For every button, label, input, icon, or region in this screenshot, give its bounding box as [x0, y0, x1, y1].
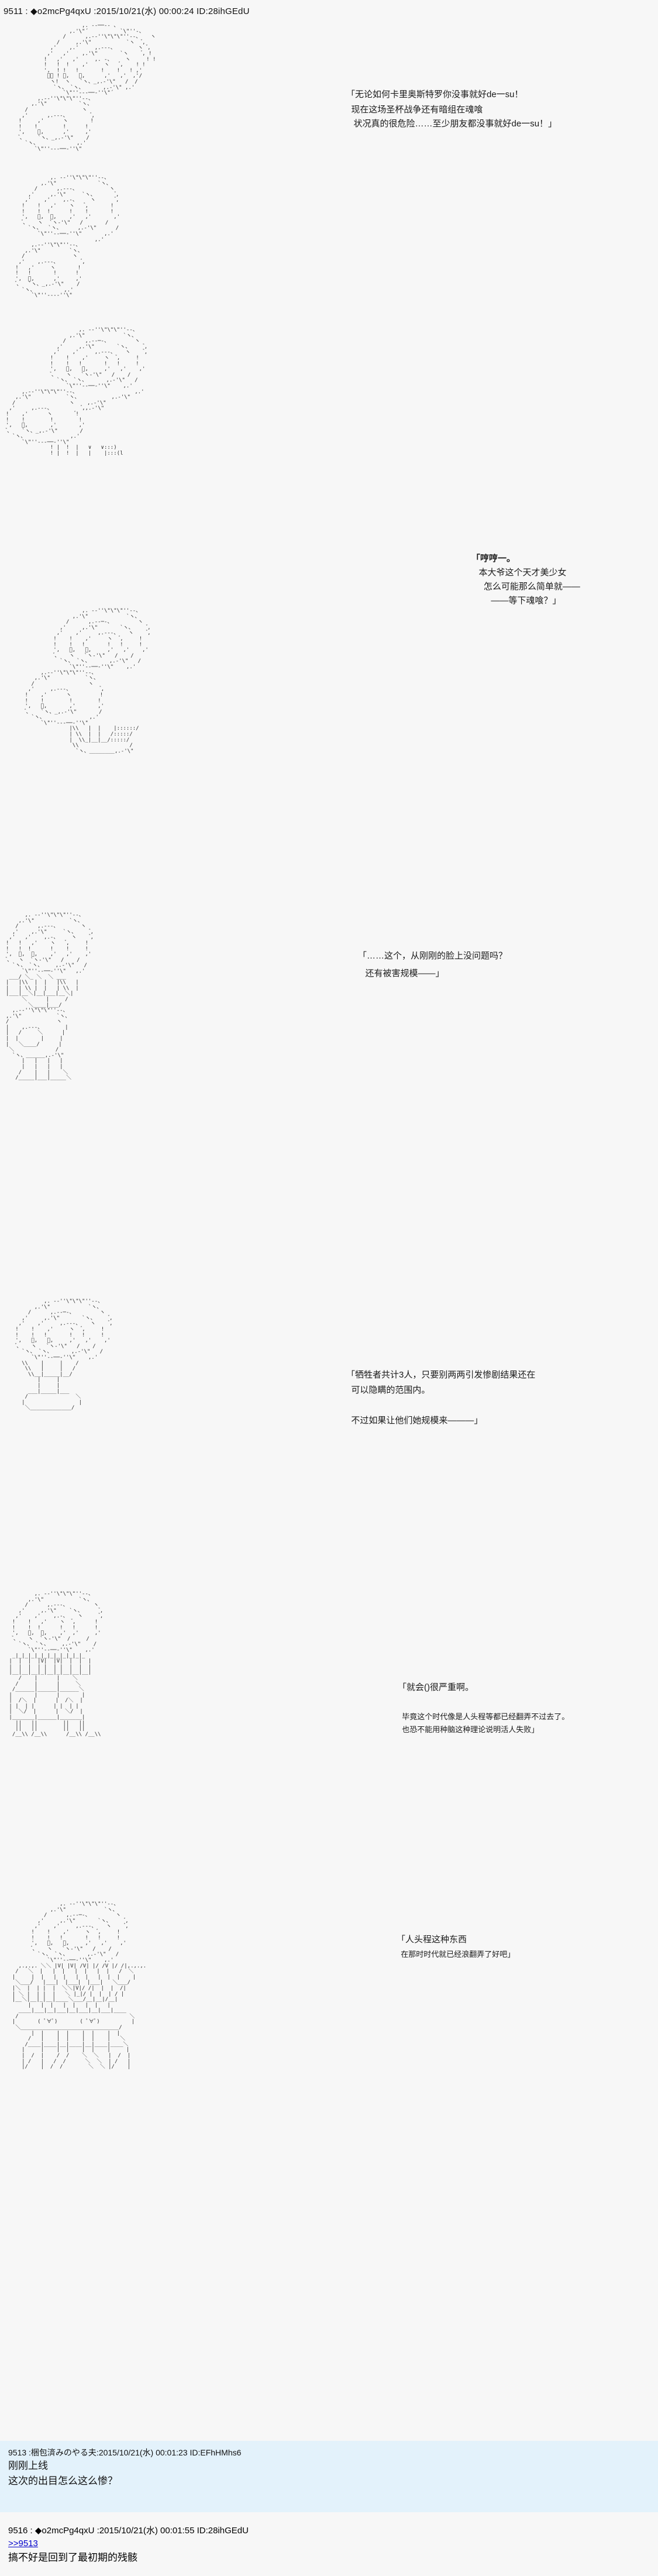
- speech-line: 「无论如何卡里奥斯特罗你没事就好de一su！: [346, 90, 523, 99]
- ascii-art-figure-3: ,. -‐''\"\"\"''‐-、 ,.'\" `ヽ、 / ,.-‐─-、 ヽ…: [6, 327, 450, 573]
- speech-line: 「哼哼一。: [471, 554, 516, 564]
- ascii-art-block: ,. -‐──‐- 、 ,.'\"´ `\"''‐、 / ,.-‐''\"\"\…: [18, 23, 156, 153]
- speech-line: 「人头程这种东西: [397, 1935, 467, 1945]
- speech-thats-serious: 「就会()很严重啊。: [398, 1681, 474, 1694]
- speech-question-face: 「……这个，从刚刚的脸上没问题吗？: [358, 949, 507, 963]
- ascii-art-block: ,. -‐''\"\"\"''‐-、 ,.'\" `ヽ、 / ,.-‐─-、 ヽ…: [25, 608, 151, 754]
- speech-line: ——等下魂喰？」: [471, 596, 561, 606]
- ascii-art-block: ,. -‐''\"\"\"''‐-、 ,.'\" `ヽ、 / ,.-‐-、 ヽ …: [15, 175, 120, 299]
- speech-hmm-genius-girl: 「哼哼一。: [471, 552, 515, 565]
- speech-thats-serious-l4: 也恐不能用种脑这种理论说明活人失败」: [398, 1723, 539, 1736]
- ascii-art-figure-4: ,. -‐''\"\"\"''‐-、 ,.'\" `ヽ、 / ,.-‐─-、 ヽ…: [6, 608, 474, 913]
- speech-line: 也恐不能用种脑这种理论说明活人失败」: [398, 1725, 539, 1734]
- ascii-art-figure-6: ,. -‐''\"\"\"''‐-、 ,.'\" `ヽ、 / ,.-‐─-、 ヽ…: [6, 1299, 368, 1580]
- reply-post-9513: 9513 :梱包済みのやる夫:2015/10/21(水) 00:01:23 ID…: [0, 2441, 658, 2512]
- ascii-art-block: ,. -‐''\"\"\"''‐-、 ,.'\" `ヽ、 / ,.-‐─-、 ヽ…: [15, 1299, 113, 1411]
- ascii-art-figure-8: ,. -‐''\"\"\"''‐-、 ,.'\" `ヽ、 / ,.-‐─-、 ヽ…: [6, 1901, 532, 2429]
- speech-hmm-genius-girl-l4: ——等下魂喰？」: [471, 594, 561, 607]
- speech-line: 怎么可能那么简单就——: [471, 582, 580, 592]
- speech-line: 可以隐瞒的范围内。: [346, 1385, 430, 1395]
- speech-line: 现在这场圣杯战争还有暗组在魂喰: [346, 105, 483, 115]
- speech-line: 本大爷这个天才美少女: [471, 568, 567, 578]
- post-9516: 9516 : ◆o2mcPg4qxU :2015/10/21(水) 00:01:…: [0, 2516, 658, 2570]
- speech-line: 毕竟这个时代像是人头程等都已经翻弄不过去了。: [398, 1712, 570, 1721]
- speech-line: 不过如果让他们她规模来———」: [346, 1416, 483, 1426]
- speech-thats-serious-l3: 毕竟这个时代像是人头程等都已经翻弄不过去了。: [398, 1710, 569, 1723]
- speech-line: 在那时时代就已经浪翻弄了好吧」: [397, 1950, 515, 1959]
- post-header-9511: 9511 : ◆o2mcPg4qxU :2015/10/21(水) 00:00:…: [4, 6, 250, 16]
- speech-victims-count-l4: 不过如果让他们她规模来———」: [346, 1414, 483, 1427]
- speech-hmm-genius-girl-l3: 怎么可能那么简单就——: [471, 580, 580, 593]
- speech-people-like-this-l2: 在那时时代就已经浪翻弄了好吧」: [397, 1948, 515, 1961]
- speech-line: 状况真的很危险……至少朋友都没事就好de一su！」: [346, 119, 557, 129]
- ascii-art-block: ,. -‐''\"\"\"''‐-、 ,.'\" `ヽ、 / ,.-‐-、 ヽ …: [6, 912, 94, 1081]
- post-header-9516: 9516 : ◆o2mcPg4qxU :2015/10/21(水) 00:01:…: [8, 2526, 249, 2536]
- speech-people-like-this: 「人头程这种东西: [397, 1933, 467, 1946]
- ascii-art-block: ,. -‐''\"\"\"''‐-、 ,.'\" `ヽ、 / ,.-‐─-、 ヽ…: [12, 1901, 147, 2070]
- ascii-art-figure-1: ,. -‐──‐- 、 ,.'\"´ `\"''‐、 / ,.-‐''\"\"\…: [6, 23, 333, 176]
- speech-line: 还有被害规模——」: [358, 968, 445, 978]
- reply-anchor-link[interactable]: >>9513: [8, 2539, 38, 2548]
- speech-question-face-l2: 还有被害规模——」: [358, 967, 445, 980]
- speech-hmm-genius-girl-l2: 本大爷这个天才美少女: [471, 566, 567, 579]
- reply-header-9513: 9513 :梱包済みのやる夫:2015/10/21(水) 00:01:23 ID…: [8, 2448, 242, 2457]
- speech-caliostro-safe-l2: 现在这场圣杯战争还有暗组在魂喰: [346, 103, 483, 116]
- speech-line: 「……这个，从刚刚的脸上没问题吗？: [358, 951, 508, 961]
- ascii-art-block: ,. -‐''\"\"\"''‐-、 ,.'\" `ヽ、 / ,.-‐─-、 ヽ…: [6, 327, 148, 457]
- speech-victims-count-l2: 可以隐瞒的范围内。: [346, 1383, 430, 1397]
- speech-caliostro-safe: 「无论如何卡里奥斯特罗你没事就好de一su！: [346, 88, 523, 101]
- post-body-9516: 搞不好是回到了最初期的残骸: [8, 2552, 137, 2563]
- ascii-art-figure-2: ,. -‐''\"\"\"''‐-、 ,.'\" `ヽ、 / ,.-‐-、 ヽ …: [6, 175, 415, 351]
- ascii-art-block: ,. -‐''\"\"\"''‐-、 ,.'\" `ヽ、 / ,.-‐-、 ヽ …: [9, 1591, 104, 1737]
- speech-line: 「就会()很严重啊。: [398, 1682, 474, 1692]
- speech-victims-count: 「牺牲者共计3人，只要别两两引发惨剧结果还在: [346, 1368, 535, 1382]
- reply-body-9513: 刚刚上线 这次的出目怎么这么惨？: [8, 2460, 118, 2486]
- ascii-art-figure-5: ,. -‐''\"\"\"''‐-、 ,.'\" `ヽ、 / ,.-‐-、 ヽ …: [6, 912, 415, 1323]
- speech-caliostro-safe-l3: 状况真的很危险……至少朋友都没事就好de一su！」: [346, 117, 557, 130]
- ascii-art-figure-7: ,. -‐''\"\"\"''‐-、 ,.'\" `ヽ、 / ,.-‐-、 ヽ …: [6, 1591, 462, 1990]
- speech-line: 「牺牲者共计3人，只要别两两引发惨剧结果还在: [346, 1370, 536, 1380]
